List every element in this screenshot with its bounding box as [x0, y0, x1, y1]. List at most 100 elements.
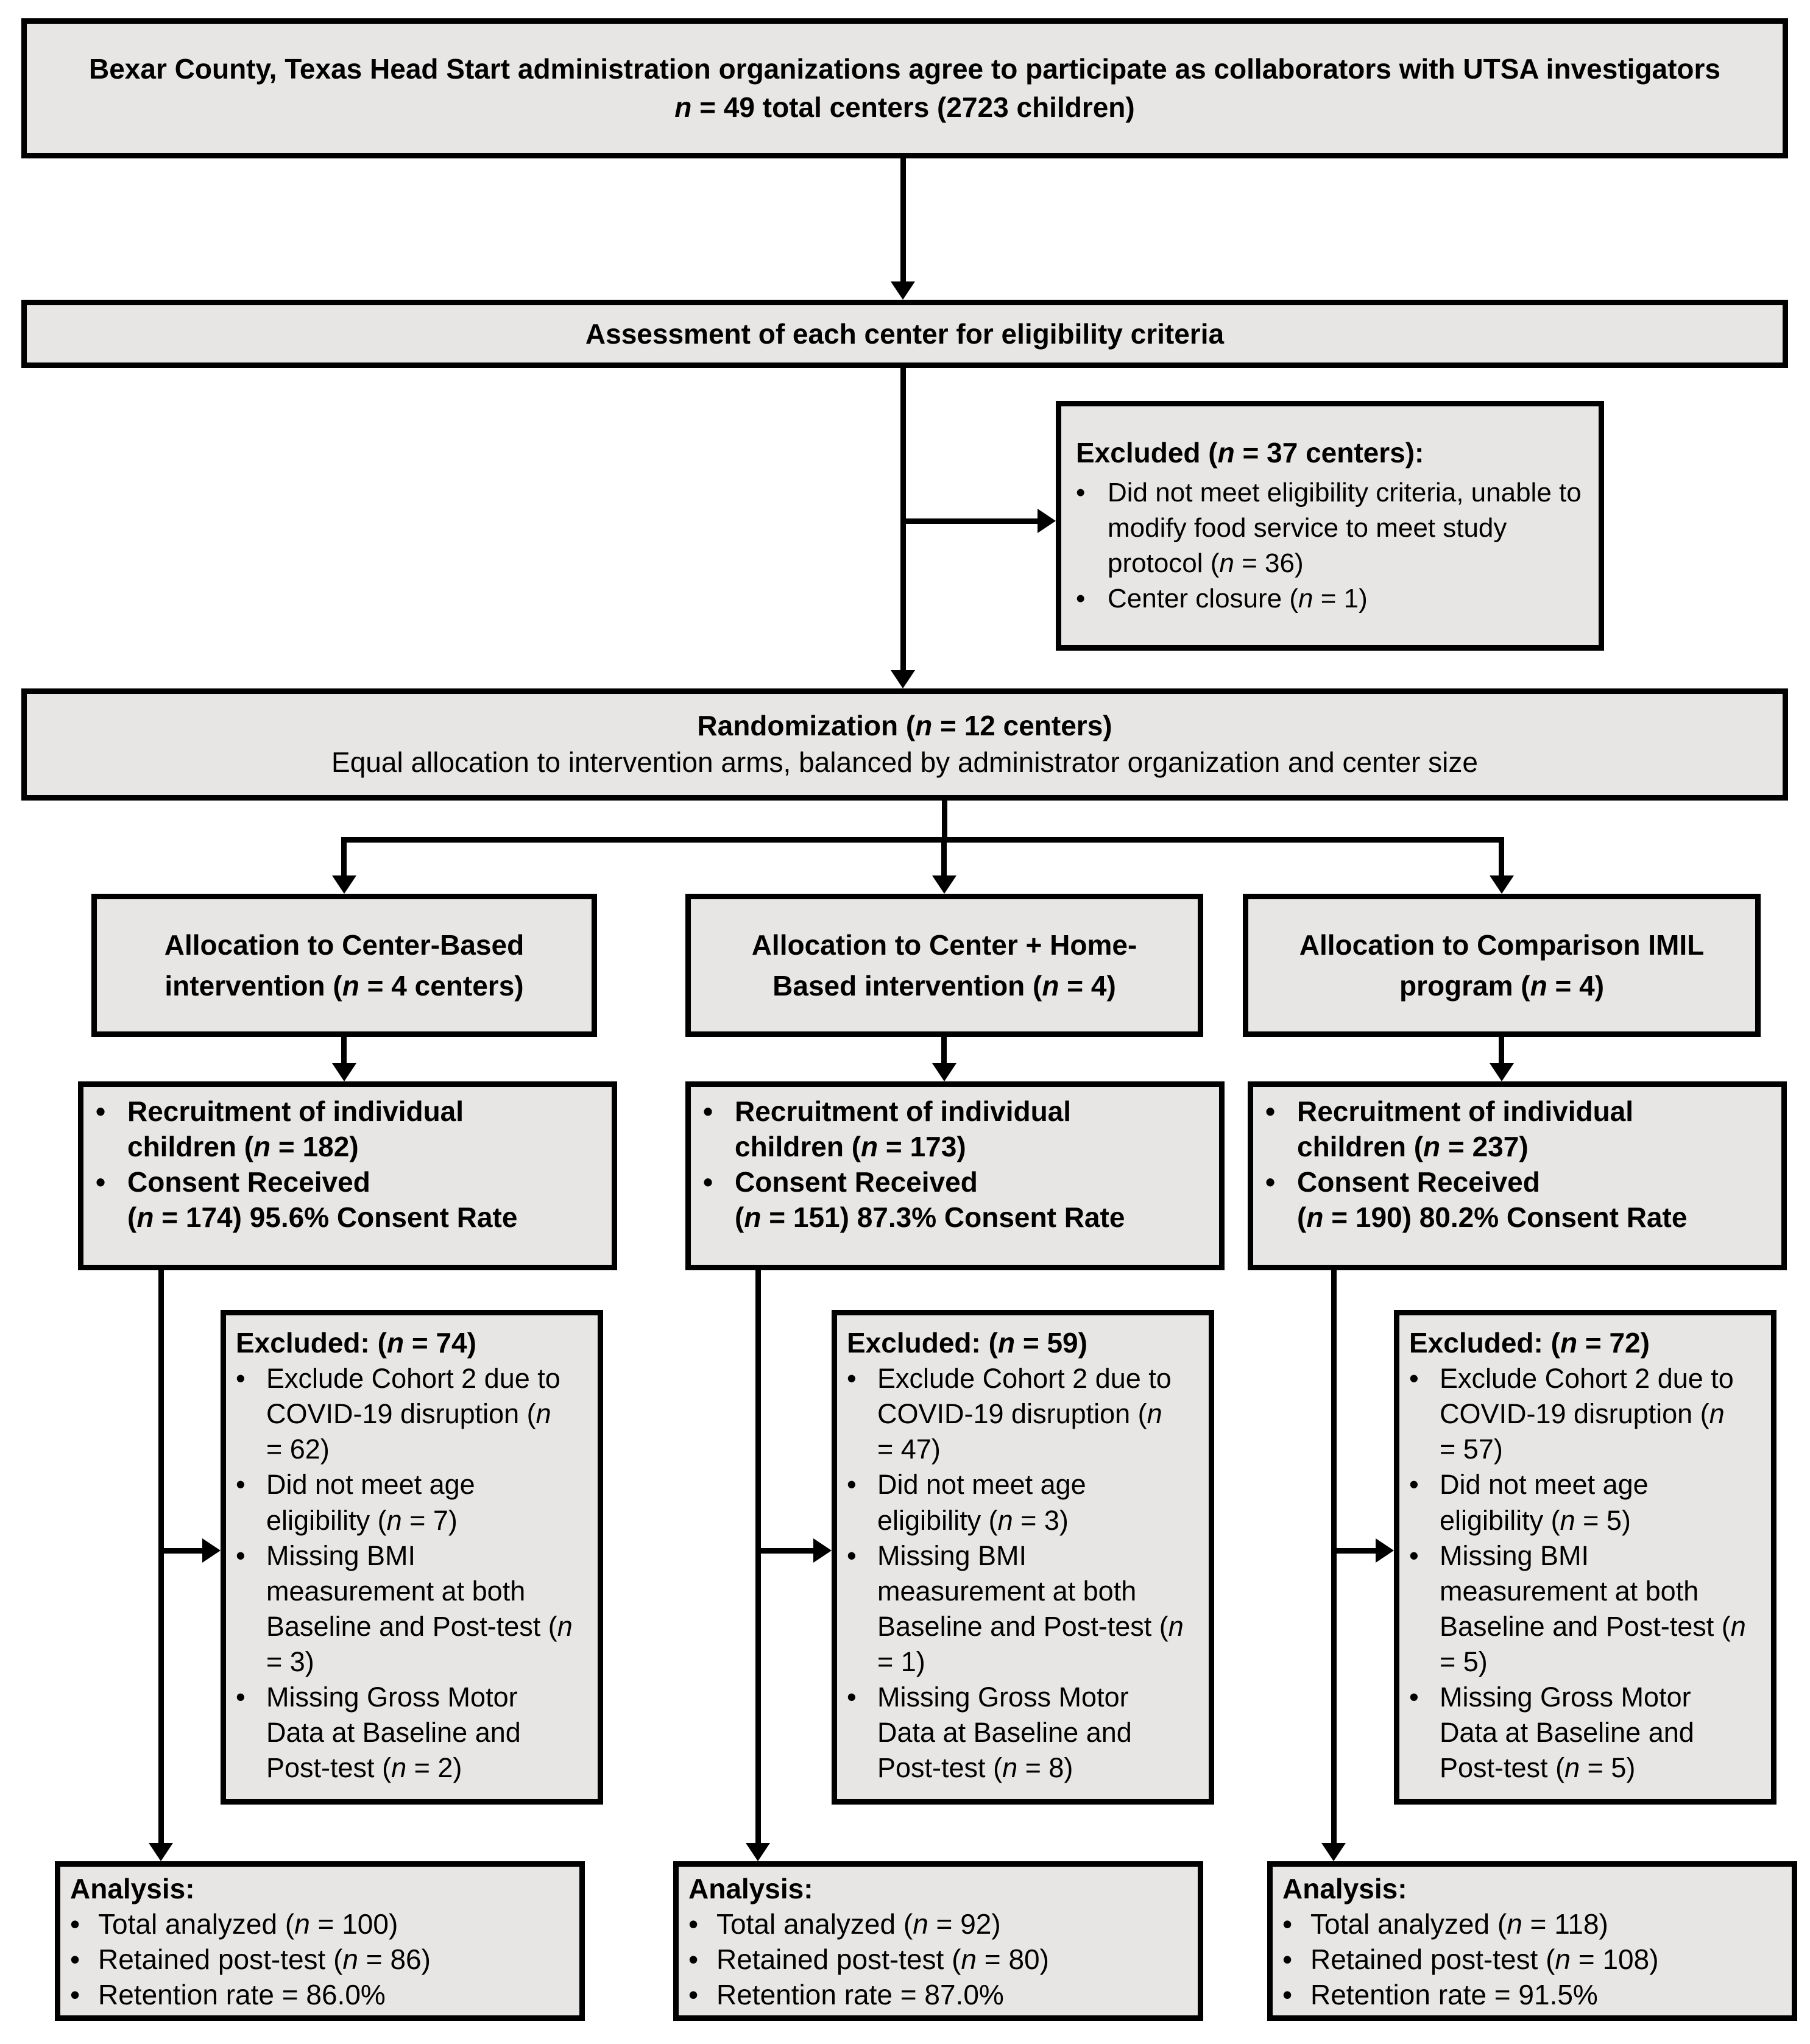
arrow-alloc1-to-recruit-stem: [341, 1037, 347, 1063]
excluded-item: Did not meet age eligibility (n = 7): [266, 1469, 475, 1536]
enrollment-text: Bexar County, Texas Head Start administr…: [89, 52, 1720, 85]
allocation-text: Allocation to Comparison IMIL program (n…: [1299, 928, 1705, 1002]
analysis-item: Total analyzed (n = 92): [716, 1908, 1001, 1940]
allocation-text: Allocation to Center + Home-Based interv…: [751, 928, 1137, 1002]
excluded-item: Missing BMI measurement at both Baseline…: [266, 1540, 573, 1677]
list-item: Total analyzed (n = 100): [70, 1907, 567, 1942]
list-item: Recruitment of individual children (n = …: [703, 1094, 1170, 1165]
arrow-to-analysis2-head: [746, 1843, 770, 1861]
excluded-centers-box: Excluded (n = 37 centers): Did not meet …: [1056, 401, 1604, 651]
list-item: Retention rate = 91.5%: [1282, 1978, 1780, 2013]
excluded-item: Missing Gross Motor Data at Baseline and…: [266, 1681, 521, 1783]
excluded-box-arm1: Excluded: (n = 74) Exclude Cohort 2 due …: [221, 1310, 603, 1805]
list-item: Consent Received(n = 190) 80.2% Consent …: [1265, 1165, 1733, 1236]
list-item: Retained post-test (n = 108): [1282, 1942, 1780, 1978]
arrow-to-analysis1-head: [149, 1843, 173, 1861]
list-item: Exclude Cohort 2 due to COVID-19 disrupt…: [847, 1361, 1184, 1467]
arrow-alloc3-to-recruit-head: [1490, 1063, 1514, 1081]
list-item: Missing BMI measurement at both Baseline…: [236, 1538, 573, 1680]
list-item: Retained post-test (n = 80): [688, 1942, 1186, 1978]
randomization-subtitle: Equal allocation to intervention arms, b…: [331, 746, 1478, 778]
list-item: Missing Gross Motor Data at Baseline and…: [847, 1680, 1184, 1786]
drop-arm3-stem: [1331, 1270, 1337, 1843]
analysis-box-arm2: Analysis: Total analyzed (n = 92) Retain…: [673, 1861, 1203, 2021]
arrow-alloc1-to-recruit-head: [332, 1063, 356, 1081]
list-item: Missing Gross Motor Data at Baseline and…: [1409, 1680, 1747, 1786]
list-item: Retention rate = 86.0%: [70, 1978, 567, 2013]
excluded-title: Excluded: (n = 72): [1409, 1327, 1650, 1359]
arrow-alloc3-to-recruit-stem: [1499, 1037, 1504, 1063]
enrollment-box: Bexar County, Texas Head Start administr…: [21, 18, 1788, 158]
recruitment-item: Recruitment of individual children (n = …: [1297, 1095, 1634, 1162]
analysis-item: Retained post-test (n = 108): [1310, 1943, 1659, 1975]
randomization-box: Randomization (n = 12 centers) Equal all…: [21, 688, 1788, 801]
arrow-to-excluded-centers-head: [1038, 509, 1056, 533]
excluded-item: Missing Gross Motor Data at Baseline and…: [877, 1681, 1132, 1783]
arrow-to-arm2-stem: [941, 843, 947, 875]
arrow-to-analysis3-head: [1321, 1843, 1346, 1861]
arrow-to-arm1-stem: [341, 843, 347, 875]
list-item: Retention rate = 87.0%: [688, 1978, 1186, 2013]
arrow-to-excluded2-head: [813, 1538, 832, 1563]
excluded-item: Missing BMI measurement at both Baseline…: [877, 1540, 1184, 1677]
recruitment-item: Recruitment of individual children (n = …: [127, 1095, 464, 1162]
recruitment-item: Consent Received(n = 151) 87.3% Consent …: [735, 1165, 1125, 1233]
list-item: Missing BMI measurement at both Baseline…: [1409, 1538, 1747, 1680]
list-item: Did not meet age eligibility (n = 3): [847, 1467, 1184, 1538]
list-item: Did not meet age eligibility (n = 5): [1409, 1467, 1747, 1538]
recruitment-box-arm1: Recruitment of individual children (n = …: [78, 1081, 617, 1270]
arrow-top-to-assessment-stem: [900, 158, 906, 281]
list-item: Retained post-test (n = 86): [70, 1942, 567, 1978]
analysis-item: Retention rate = 86.0%: [98, 1978, 386, 2010]
analysis-item: Total analyzed (n = 118): [1310, 1908, 1608, 1940]
arrow-to-excluded-centers-stem: [903, 518, 1038, 524]
allocation-box-arm3: Allocation to Comparison IMIL program (n…: [1243, 894, 1761, 1037]
analysis-item: Retained post-test (n = 86): [98, 1943, 431, 1975]
analysis-item: Retention rate = 87.0%: [716, 1978, 1004, 2010]
recruitment-item: Consent Received(n = 190) 80.2% Consent …: [1297, 1165, 1688, 1233]
excluded-centers-title: Excluded (n = 37 centers):: [1076, 437, 1424, 469]
enrollment-n: n = 49 total centers (2723 children): [674, 91, 1135, 123]
analysis-item: Retained post-test (n = 80): [716, 1943, 1049, 1975]
arrow-top-to-assessment-head: [891, 281, 915, 300]
excluded-title: Excluded: (n = 59): [847, 1327, 1087, 1359]
list-item: Missing Gross Motor Data at Baseline and…: [236, 1680, 573, 1786]
excluded-item: Exclude Cohort 2 due to COVID-19 disrupt…: [877, 1363, 1172, 1465]
excluded-box-arm2: Excluded: (n = 59) Exclude Cohort 2 due …: [832, 1310, 1214, 1805]
excluded-item: Did not meet age eligibility (n = 3): [877, 1469, 1086, 1536]
arrow-to-excluded1-stem: [161, 1548, 202, 1554]
excluded-box-arm3: Excluded: (n = 72) Exclude Cohort 2 due …: [1394, 1310, 1776, 1805]
excluded-title: Excluded: (n = 74): [236, 1327, 476, 1359]
excluded-item: Exclude Cohort 2 due to COVID-19 disrupt…: [1440, 1363, 1734, 1465]
recruitment-box-arm2: Recruitment of individual children (n = …: [685, 1081, 1225, 1270]
arrow-alloc2-to-recruit-stem: [941, 1037, 947, 1063]
drop-arm2-stem: [755, 1270, 761, 1843]
analysis-item: Total analyzed (n = 100): [98, 1908, 398, 1940]
list-item: Did not meet age eligibility (n = 7): [236, 1467, 573, 1538]
distribution-line: [341, 837, 1504, 843]
list-item: Center closure (n = 1): [1076, 581, 1586, 617]
allocation-box-arm2: Allocation to Center + Home-Based interv…: [685, 894, 1203, 1037]
excluded-centers-item: Center closure (n = 1): [1108, 584, 1368, 614]
arrow-to-excluded3-head: [1376, 1538, 1394, 1563]
assessment-text: Assessment of each center for eligibilit…: [585, 317, 1225, 350]
list-item: Consent Received(n = 151) 87.3% Consent …: [703, 1165, 1170, 1236]
arrow-to-excluded1-head: [202, 1538, 221, 1563]
list-item: Exclude Cohort 2 due to COVID-19 disrupt…: [1409, 1361, 1747, 1467]
list-item: Missing BMI measurement at both Baseline…: [847, 1538, 1184, 1680]
analysis-title: Analysis:: [70, 1873, 195, 1904]
analysis-item: Retention rate = 91.5%: [1310, 1978, 1598, 2010]
recruitment-box-arm3: Recruitment of individual children (n = …: [1248, 1081, 1787, 1270]
assessment-box: Assessment of each center for eligibilit…: [21, 300, 1788, 368]
arrow-to-arm1-head: [332, 875, 356, 894]
recruitment-item: Consent Received(n = 174) 95.6% Consent …: [127, 1165, 518, 1233]
analysis-box-arm1: Analysis: Total analyzed (n = 100) Retai…: [55, 1861, 585, 2021]
arrow-to-excluded3-stem: [1334, 1548, 1376, 1554]
arrow-to-excluded2-stem: [758, 1548, 813, 1554]
randomization-stub: [942, 801, 947, 837]
list-item: Total analyzed (n = 118): [1282, 1907, 1780, 1942]
excluded-item: Did not meet age eligibility (n = 5): [1440, 1469, 1649, 1536]
excluded-centers-item: Did not meet eligibility criteria, unabl…: [1108, 478, 1582, 579]
analysis-title: Analysis:: [688, 1873, 813, 1904]
